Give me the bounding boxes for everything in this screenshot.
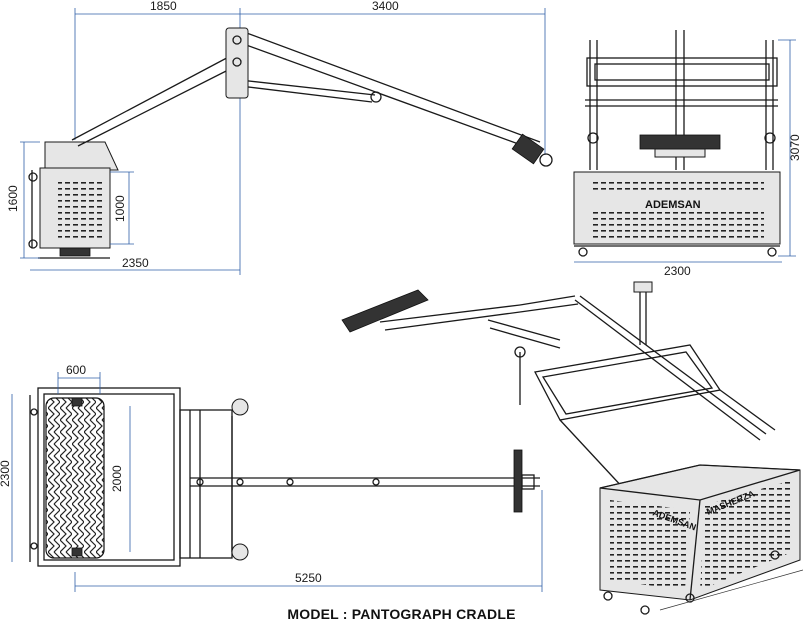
dim-2350: 2350 [122,256,149,270]
dim-5250: 5250 [295,571,322,585]
front-brand-label: ADEMSAN [645,199,701,211]
dim-side-top: 1850 3400 [74,0,546,275]
dim-2300-plan: 2300 [0,460,12,487]
dim-side-bottom: 2350 [30,256,240,271]
dim-1000: 1000 [113,195,127,222]
dim-3400: 3400 [372,0,399,13]
dim-2000: 2000 [110,465,124,492]
dim-3070: 3070 [788,134,802,161]
plan-view: 600 2300 2000 5250 [0,363,543,592]
side-cradle [28,141,119,259]
side-view: 1850 3400 [6,0,553,275]
dim-600: 600 [66,363,86,377]
side-boom [71,27,553,167]
front-view: ADEMSAN 3070 2300 [573,30,802,278]
drawing-caption: MODEL : PANTOGRAPH CRADLE [287,606,516,622]
dim-1850: 1850 [150,0,177,13]
dim-side-left: 1600 1000 [6,141,134,259]
isometric-view: ADEMSAN MASHERZA [341,281,803,615]
dim-2300-front: 2300 [664,264,691,278]
dim-1600: 1600 [6,185,20,212]
